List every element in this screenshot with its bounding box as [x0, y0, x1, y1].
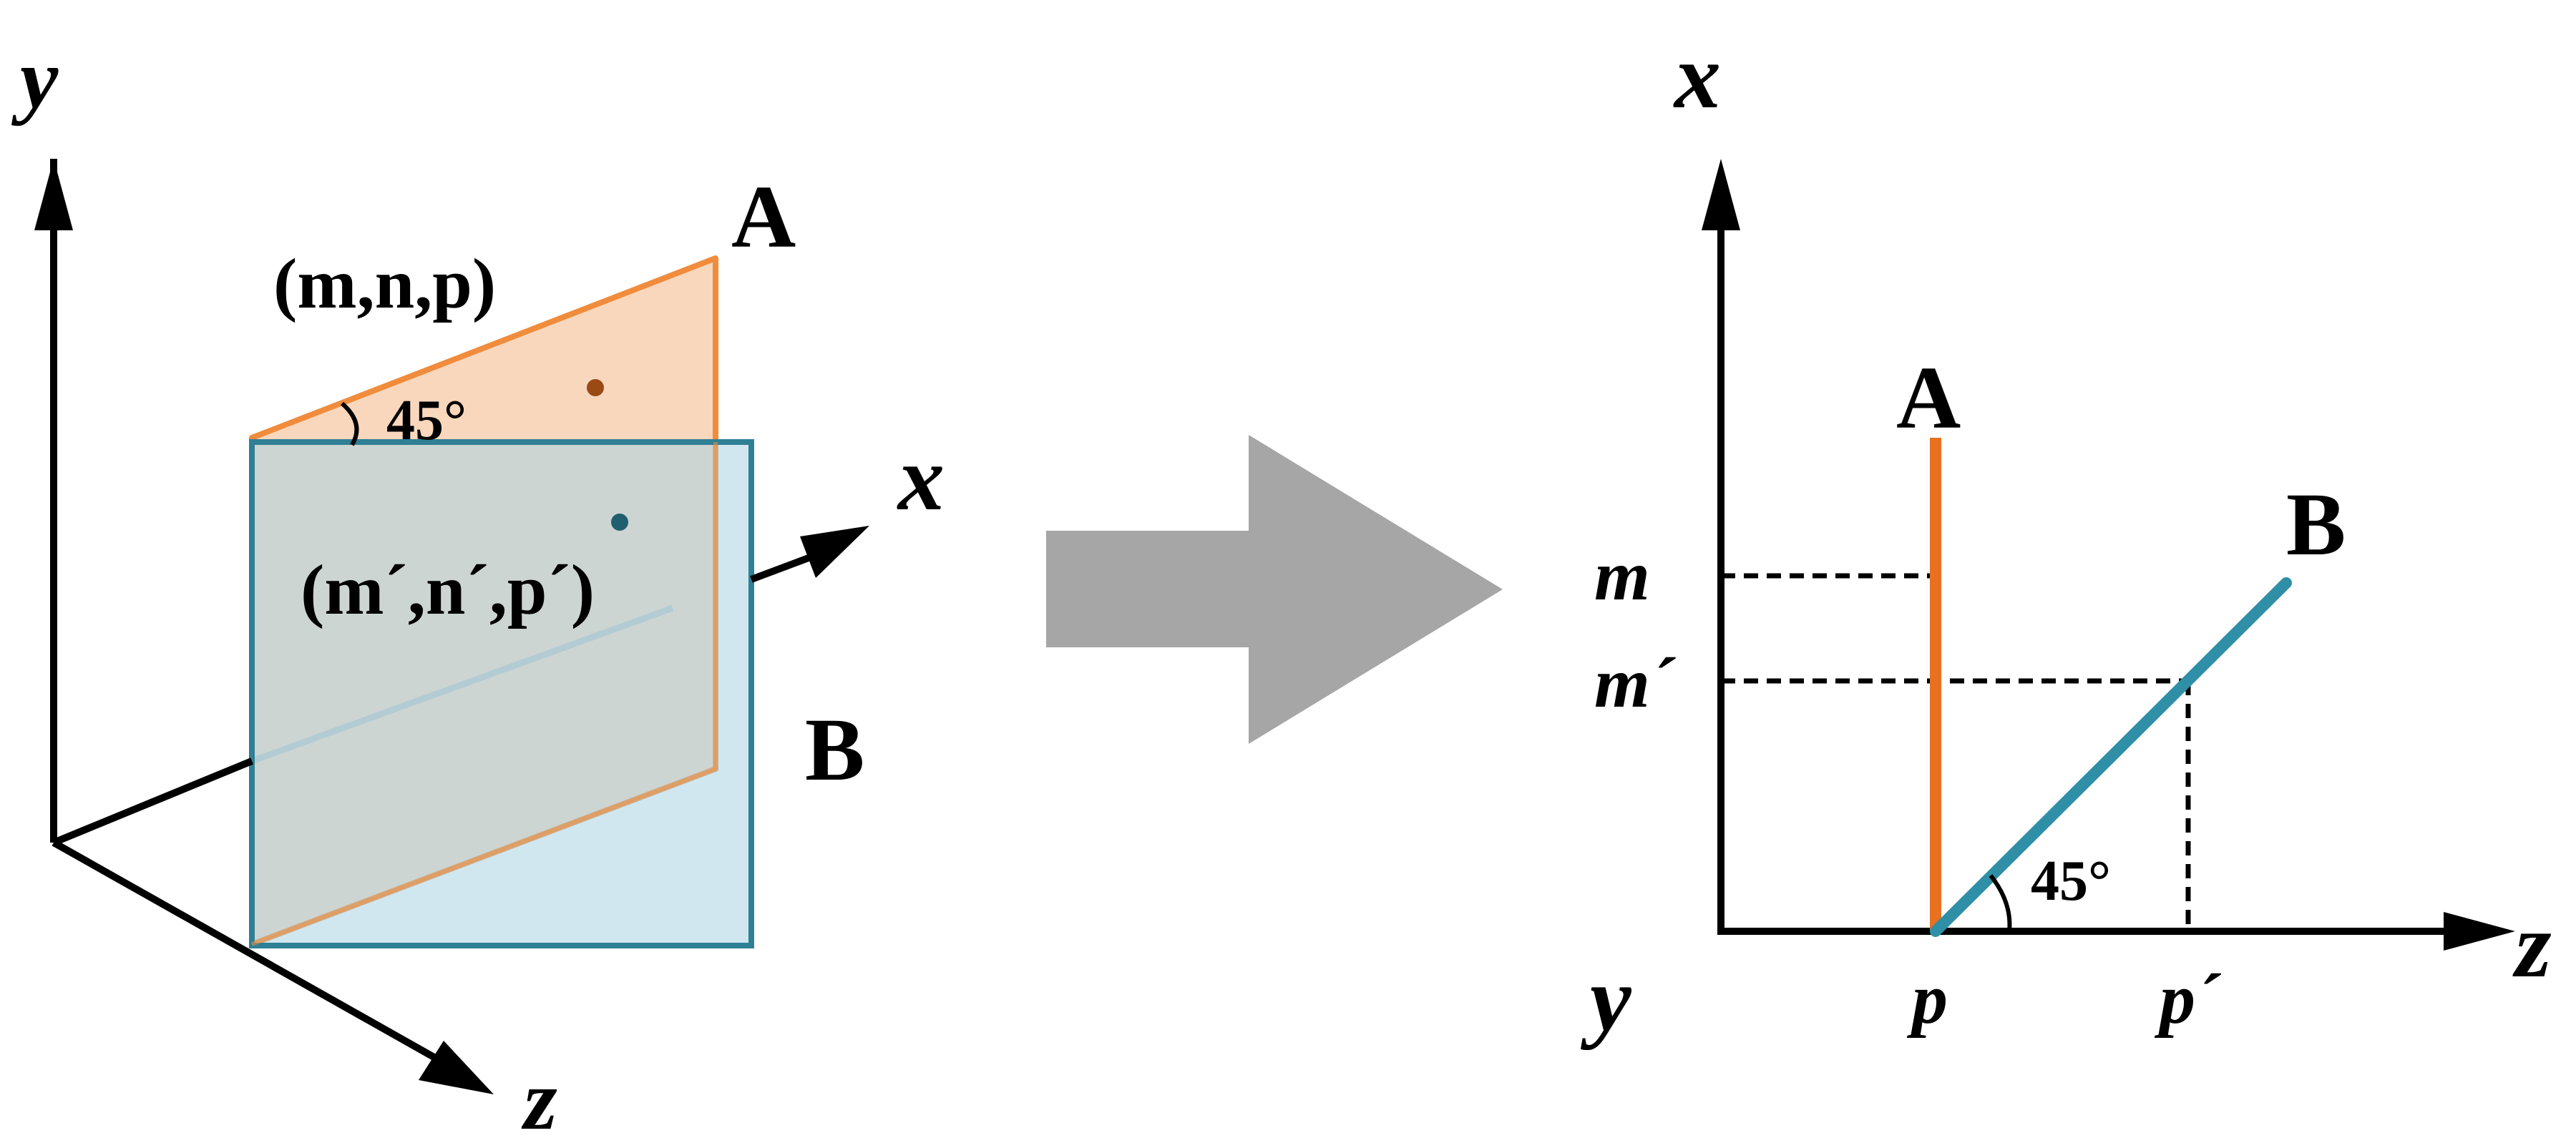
line-b-label: B — [2286, 476, 2346, 574]
x-axis-vertical-arrowhead — [1702, 159, 1740, 230]
z-axis-label-right: z — [2512, 894, 2552, 997]
x-axis-origin-segment — [52, 757, 253, 846]
tick-p-prime-label: p´ — [2154, 959, 2222, 1039]
z-axis-arrowhead — [419, 1041, 494, 1094]
line-b — [1930, 577, 2292, 937]
plane-a-label: A — [731, 168, 796, 267]
point-a-label: (m,n,p) — [273, 244, 496, 323]
angle-arc-right — [1989, 874, 2012, 932]
y-axis-label: y — [11, 31, 59, 126]
x-axis-outer-segment — [750, 554, 810, 583]
point-b-label: (m´,n´,p´) — [301, 550, 595, 629]
plane-b — [249, 439, 754, 948]
tick-m-prime-label: m´ — [1594, 643, 1677, 722]
z-axis-label-left: z — [521, 1052, 557, 1143]
left-diagram: y A (m,n,p) 45° x (m´,n´,p´) B z — [11, 31, 945, 1143]
angle-label-right: 45° — [2031, 850, 2111, 913]
tick-m-label: m — [1594, 536, 1650, 615]
transform-arrow — [1046, 435, 1503, 744]
x-axis-arrowhead — [800, 526, 869, 578]
tick-p-label: p — [1906, 959, 1948, 1039]
point-a — [587, 379, 604, 396]
z-axis-horizontal-arrowhead — [2444, 912, 2515, 951]
z-axis — [52, 839, 439, 1062]
point-b — [611, 514, 628, 531]
x-axis-label-right: x — [1673, 25, 1721, 128]
x-axis-label-left: x — [897, 427, 945, 530]
plane-b-label: B — [805, 701, 864, 800]
y-axis-label-right: y — [1580, 948, 1632, 1051]
right-diagram: x A B m m´ 45° y p p´ z — [1580, 25, 2552, 1051]
y-axis-arrowhead — [34, 159, 73, 230]
angle-label-left: 45° — [386, 389, 467, 452]
plane-a-hidden-edges — [250, 442, 718, 946]
angle-arc-left — [340, 401, 359, 446]
line-a-label: A — [1896, 349, 1961, 448]
